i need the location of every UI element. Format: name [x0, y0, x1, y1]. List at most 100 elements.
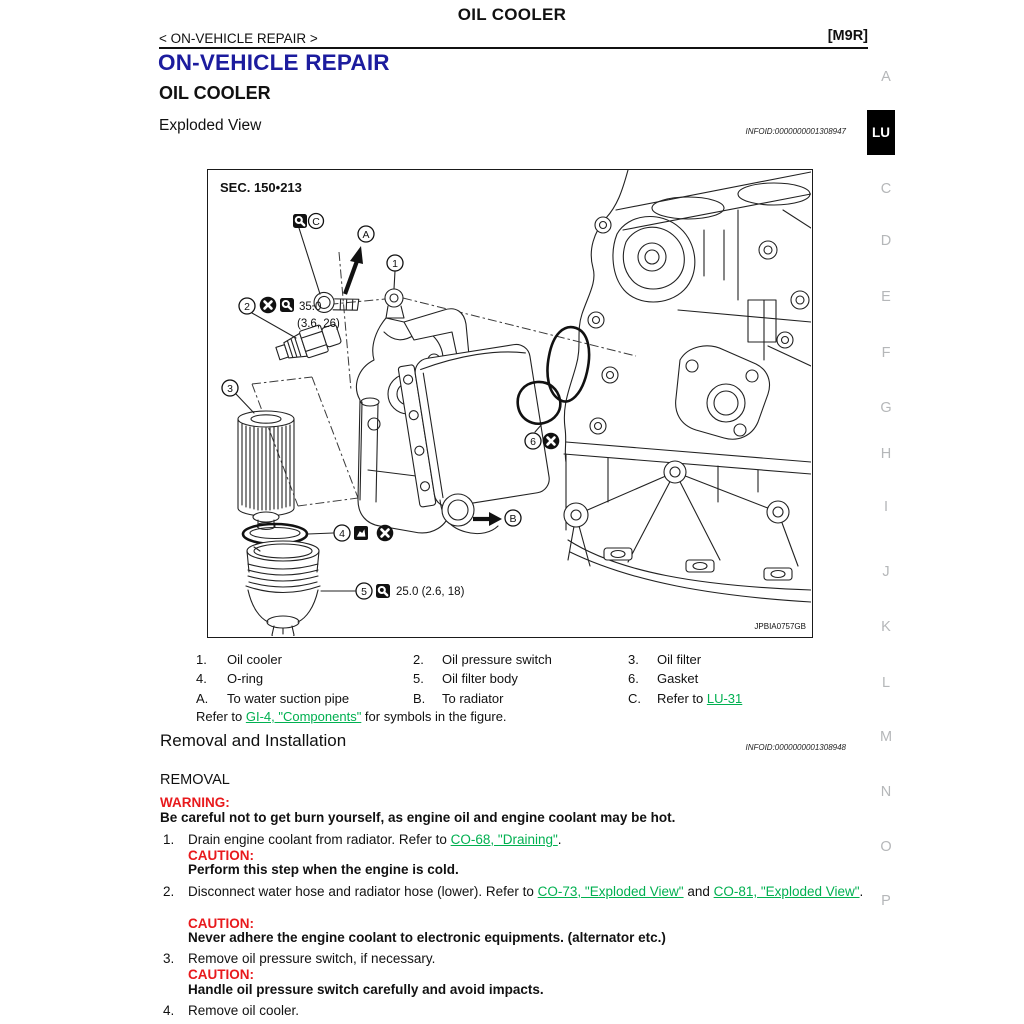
warning-text: Be careful not to get burn yourself, as …: [160, 810, 676, 825]
callout-2: 2: [238, 297, 256, 315]
svg-text:5: 5: [361, 586, 367, 598]
exploded-view-figure: C A 1 2 35.0 (3.6, 26) 3 4 5: [220, 170, 811, 636]
callout-a: A: [357, 225, 375, 243]
svg-text:C: C: [312, 216, 320, 228]
section-tab-g: G: [880, 400, 892, 416]
legend-label: Gasket: [657, 671, 699, 687]
caution-text-1: Perform this step when the engine is col…: [188, 862, 459, 877]
infoid-removal-installation: INFOID:0000000001308948: [745, 743, 846, 752]
removal-step-3: 3. Remove oil pressure switch, if necess…: [163, 951, 436, 966]
page-subtitle: OIL COOLER: [159, 83, 271, 103]
infoid-exploded-view: INFOID:0000000001308947: [745, 127, 846, 136]
legend-label: To radiator: [442, 690, 504, 706]
removal-subheading: REMOVAL: [160, 772, 230, 788]
torque-value-1-alt: (3.6, 26): [297, 318, 340, 330]
sec-label: SEC. 150•213: [220, 180, 302, 195]
callout-c: C: [307, 212, 325, 230]
direction-arrow-b: [473, 512, 502, 526]
removal-step-2: 2. Disconnect water hose and radiator ho…: [163, 884, 864, 899]
section-tab-f: F: [881, 345, 891, 361]
callout-1: 1: [386, 254, 404, 272]
page-title: ON-VEHICLE REPAIR: [158, 50, 390, 75]
legend-num: 3.: [628, 652, 639, 667]
link-gi-4-components[interactable]: GI-4, "Components": [245, 709, 362, 724]
legend-label: O-ring: [227, 671, 264, 687]
link-co-68-draining[interactable]: CO-68, "Draining": [450, 832, 558, 847]
header-rule: [159, 47, 868, 49]
legend-label: Oil filter body: [442, 671, 518, 687]
removal-step-4: 4. Remove oil cooler.: [163, 1003, 300, 1018]
caution-label: CAUTION:: [188, 967, 254, 982]
callout-3: 3: [221, 379, 239, 397]
callout-5: 5: [355, 582, 373, 600]
exploded-view-heading: Exploded View: [159, 117, 262, 134]
legend-label: Oil pressure switch: [442, 652, 552, 667]
legend-num: 5.: [413, 671, 424, 687]
legend-num: 6.: [628, 671, 639, 687]
caution-text-2: Never adhere the engine coolant to elect…: [188, 930, 666, 945]
removal-step-1: 1. Drain engine coolant from radiator. R…: [163, 832, 562, 847]
warning-label: WARNING:: [160, 795, 230, 810]
svg-text:3: 3: [227, 383, 233, 395]
section-tab-h: H: [880, 446, 892, 462]
link-co-81-exploded-view[interactable]: CO-81, "Exploded View": [713, 884, 860, 899]
section-tab-o: O: [880, 839, 892, 855]
torque-symbol: [374, 582, 392, 600]
section-tab-p: P: [881, 893, 891, 909]
link-lu-31[interactable]: LU-31: [706, 690, 743, 706]
lubricate-symbol: [354, 526, 368, 540]
leader-lines: [235, 227, 543, 592]
legend-num: A.: [196, 690, 209, 706]
section-tab-e: E: [881, 289, 891, 305]
svg-text:6: 6: [530, 436, 536, 448]
non-reusable-symbol: [375, 523, 395, 543]
callout-4: 4: [333, 524, 351, 542]
direction-arrow-a: [343, 246, 363, 295]
legend-label: Oil filter: [657, 652, 702, 667]
non-reusable-symbol: [541, 431, 561, 451]
oil-pressure-switch-drawing: [275, 324, 342, 361]
torque-symbol: [291, 212, 309, 230]
torque-symbol: [278, 296, 296, 314]
engine-block-drawing: [563, 170, 811, 603]
callout-6: 6: [524, 432, 542, 450]
section-tab-j: J: [882, 564, 890, 580]
removal-installation-heading: Removal and Installation: [160, 731, 347, 750]
torque-value-2: 25.0 (2.6, 18): [396, 586, 465, 598]
section-tab-m: M: [879, 729, 893, 745]
svg-text:4: 4: [339, 528, 345, 540]
section-tab-lu-active: LU: [867, 110, 895, 155]
legend-num: C.: [628, 690, 641, 706]
section-tab-i: I: [883, 499, 889, 515]
figure-legend: 1. Oil cooler 2. Oil pressure switch 3. …: [196, 650, 818, 708]
torque-value-1: 35.0: [299, 301, 321, 313]
legend-label: Oil cooler: [227, 652, 282, 667]
legend-num: 2.: [413, 652, 424, 667]
oil-cooler-outlet: [441, 493, 475, 527]
section-tab-l: L: [881, 675, 891, 691]
legend-num: B.: [413, 690, 426, 706]
section-tab-c: C: [880, 181, 892, 197]
non-reusable-symbol: [258, 295, 278, 315]
oil-cooler-drawing: [397, 343, 550, 508]
callout-b: B: [504, 509, 522, 527]
svg-text:2: 2: [244, 301, 250, 313]
gasket-drawing: [516, 325, 591, 425]
oil-filter-body-drawing: [245, 540, 321, 636]
legend-num: 4.: [196, 671, 207, 687]
section-tab-a: A: [881, 69, 891, 85]
caution-label: CAUTION:: [188, 848, 254, 863]
svg-text:B: B: [509, 513, 516, 525]
link-co-73-exploded-view[interactable]: CO-73, "Exploded View": [537, 884, 684, 899]
oil-filter-drawing: [237, 410, 295, 531]
running-header: OIL COOLER: [457, 5, 567, 24]
section-tab-d: D: [880, 233, 892, 249]
svg-text:1: 1: [392, 258, 398, 270]
mounting-bolt-drawing: [313, 291, 360, 313]
figure-code: JPBIA0757GB: [754, 622, 806, 631]
legend-num: 1.: [196, 652, 207, 667]
caution-label: CAUTION:: [188, 916, 254, 931]
legend-label: To water suction pipe: [227, 690, 350, 706]
section-tab-k: K: [881, 619, 891, 635]
svg-text:A: A: [362, 229, 369, 241]
